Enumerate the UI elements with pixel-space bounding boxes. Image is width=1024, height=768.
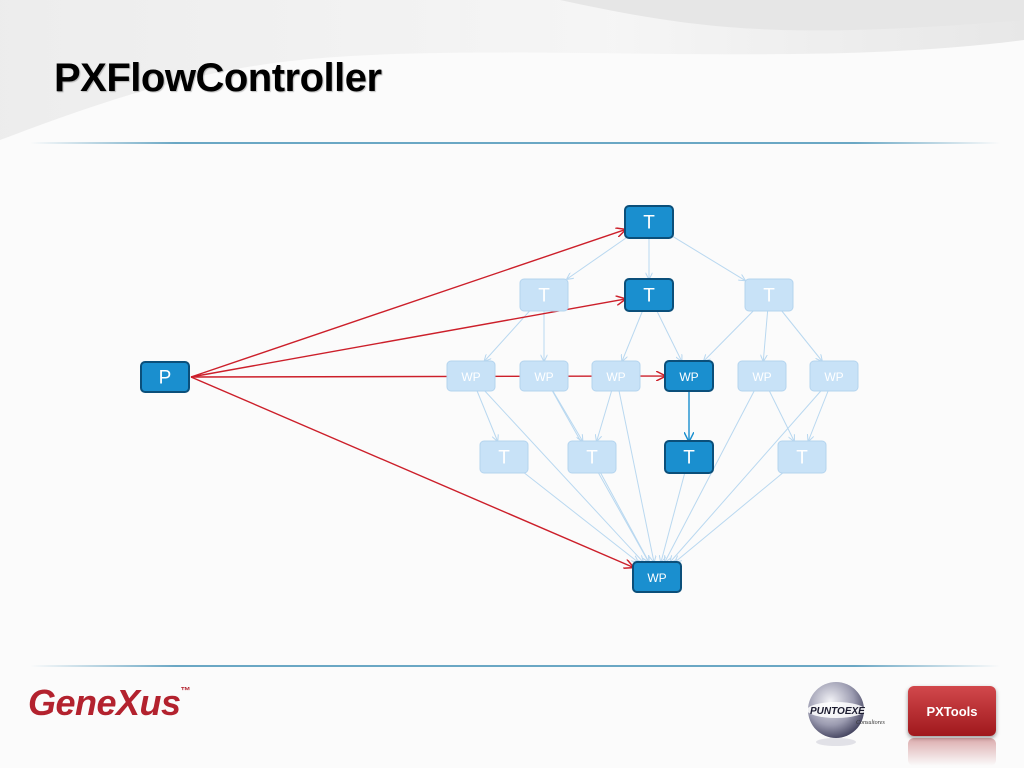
node-box-wp-bottom: [632, 561, 682, 593]
faded-edge-t-l2-b-to-wp-4: [656, 310, 682, 361]
faded-edge-t-l4-d-to-wp-bottom: [675, 472, 783, 562]
red-edge-p-to-wp-4: [190, 376, 665, 377]
node-label-wp-6: WP: [824, 370, 843, 384]
slide-title: PXFlowController: [54, 56, 382, 100]
title-divider: [30, 142, 1000, 144]
node-box-wp-6: [809, 360, 859, 392]
node-label-t-l2-b: T: [643, 286, 655, 307]
node-t-l4-d: T: [777, 440, 827, 474]
genexus-logo: GeneXus™: [28, 682, 191, 724]
node-box-t-l4-d: [777, 440, 827, 474]
node-label-wp-1: WP: [461, 370, 480, 384]
puntoexe-logo-sub: Consultores: [856, 720, 885, 726]
node-p: P: [140, 361, 190, 393]
node-box-p: [140, 361, 190, 393]
node-box-t-l4-b: [567, 440, 617, 474]
node-t-l4-c: T: [664, 440, 714, 474]
node-t-l2-b: T: [624, 278, 674, 312]
node-wp-3: WP: [591, 360, 641, 392]
node-label-wp-bottom: WP: [647, 571, 666, 585]
faded-edge-wp-6-to-t-l4-d: [808, 390, 829, 441]
node-label-t-l4-b: T: [586, 448, 598, 469]
node-wp-1: WP: [446, 360, 496, 392]
faded-edge-t-top-to-t-l2-a: [567, 237, 627, 279]
node-box-t-l4-a: [479, 440, 529, 474]
node-wp-6: WP: [809, 360, 859, 392]
node-wp-5: WP: [737, 360, 787, 392]
node-label-wp-3: WP: [606, 370, 625, 384]
node-label-t-l2-a: T: [538, 286, 550, 307]
faded-edge-wp-2-to-t-l4-b: [552, 390, 583, 441]
diagram-nodes: P T T T T WP WP WP WP WP WP T T T T WP: [140, 205, 859, 593]
node-label-wp-4: WP: [679, 370, 698, 384]
faded-edge-t-l4-a-to-wp-bottom: [524, 472, 637, 562]
faded-edge-wp-1-to-t-l4-a: [476, 390, 497, 441]
faded-edge-t-top-to-t-l2-c: [672, 236, 745, 281]
node-label-wp-2: WP: [534, 370, 553, 384]
faded-edge-wp-3-to-wp-bottom: [618, 390, 654, 562]
faded-edge-wp-6-to-wp-bottom: [670, 390, 822, 562]
node-t-l4-b: T: [567, 440, 617, 474]
faded-edge-t-l2-c-to-wp-5: [763, 310, 769, 361]
red-edge-p-to-t-top: [190, 230, 625, 378]
genexus-logo-text: GeneXus: [28, 682, 181, 723]
faded-edge-wp-1-to-wp-bottom: [484, 390, 643, 562]
node-t-top: T: [624, 205, 674, 239]
node-box-t-top: [624, 205, 674, 239]
node-label-wp-5: WP: [752, 370, 771, 384]
faded-edge-wp-2-to-wp-bottom: [551, 390, 648, 562]
node-label-t-l4-d: T: [796, 448, 808, 469]
faded-edge-wp-5-to-wp-bottom: [665, 390, 755, 562]
faded-edge-t-l2-c-to-wp-4: [704, 310, 754, 361]
faded-edge-wp-3-to-t-l4-b: [597, 390, 613, 441]
faded-edge-t-l2-b-to-wp-3: [622, 310, 643, 361]
node-box-t-l2-a: [519, 278, 569, 312]
red-edges: [190, 230, 665, 568]
red-edge-p-to-wp-bottom: [190, 376, 633, 567]
node-t-l2-c: T: [744, 278, 794, 312]
node-label-t-l2-c: T: [763, 286, 775, 307]
node-label-t-top: T: [643, 213, 655, 234]
node-box-wp-5: [737, 360, 787, 392]
node-box-wp-4: [664, 360, 714, 392]
node-box-t-l4-c: [664, 440, 714, 474]
pxtools-logo-reflection: [908, 738, 996, 766]
faded-edge-t-l4-b-to-wp-bottom: [600, 472, 649, 562]
node-wp-2: WP: [519, 360, 569, 392]
node-label-t-l4-a: T: [498, 448, 510, 469]
pxtools-logo: PXTools: [908, 686, 996, 736]
puntoexe-logo-text: PUNTOEXE: [810, 706, 865, 717]
node-box-t-l2-c: [744, 278, 794, 312]
node-box-t-l2-b: [624, 278, 674, 312]
node-t-l2-a: T: [519, 278, 569, 312]
puntoexe-logo: PUNTOEXE Consultores: [807, 682, 885, 746]
node-box-wp-2: [519, 360, 569, 392]
node-box-wp-1: [446, 360, 496, 392]
footer-divider: [30, 665, 1000, 667]
node-box-wp-3: [591, 360, 641, 392]
node-label-t-l4-c: T: [683, 448, 695, 469]
faded-edge-t-l4-c-to-wp-bottom: [661, 472, 686, 562]
node-wp-4: WP: [664, 360, 714, 392]
red-edge-p-to-t-l2-b: [190, 299, 625, 378]
node-t-l4-a: T: [479, 440, 529, 474]
faded-edge-t-l2-a-to-wp-1: [485, 310, 530, 361]
node-label-p: P: [159, 368, 172, 389]
faded-edge-wp-5-to-t-l4-d: [768, 390, 794, 441]
node-wp-bottom: WP: [632, 561, 682, 593]
faded-edges: [476, 236, 829, 562]
faded-edge-t-l2-c-to-wp-6: [781, 310, 822, 361]
genexus-tm: ™: [180, 686, 191, 697]
